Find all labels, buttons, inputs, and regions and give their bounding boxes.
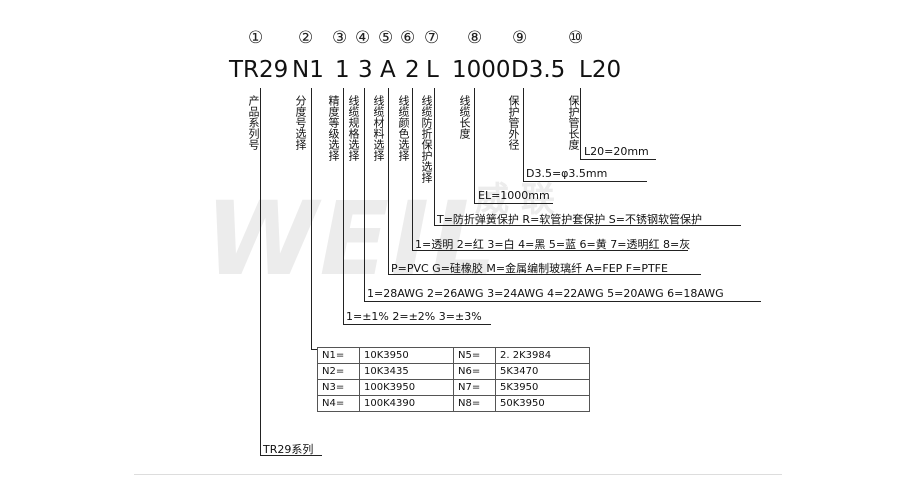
table-cell: 50K3950 [495,395,590,412]
num-10: ⑩ [568,28,584,48]
hline-gauge [364,301,761,302]
opt-wire-material: P=PVC G=硅橡胶 M=金属编制玻璃纤 A=FEP F=PTFE [391,262,668,275]
table-cell: N5= [453,347,496,364]
table-cell: N4= [317,395,360,412]
table-row: N4= 100K4390 N8= 50K3950 [317,395,590,412]
table-cell: N7= [453,379,496,396]
hline-color [412,250,688,251]
code-tube-od: D3.5 [511,57,566,83]
opt-wire-color: 1=透明 2=红 3=白 4=黑 5=蓝 6=黄 7=透明红 8=灰 [415,238,691,251]
bottom-divider [134,474,782,475]
opt-bend-protection: T=防折弹簧保护 R=软管护套保护 S=不锈钢软管保护 [437,213,702,226]
field-wire-material: 线缆材料选择 [372,95,385,161]
field-bend-protection: 线缆防折保护选择 [420,95,433,183]
hline-division [311,349,317,350]
division-table: N1= 10K3950 N5= 2. 2K3984 N2= 10K3435 N6… [317,347,590,412]
table-cell: 100K4390 [359,395,454,412]
leader-accuracy [343,88,344,325]
opt-wire-length: EL=1000mm [478,189,550,202]
num-7: ⑦ [424,28,440,48]
table-cell: 100K3950 [359,379,454,396]
table-row: N3= 100K3950 N7= 5K3950 [317,379,590,396]
table-row: N1= 10K3950 N5= 2. 2K3984 [317,347,590,364]
leader-color [412,88,413,251]
watermark-cn: 威 联 [475,180,555,220]
hline-length [474,203,553,204]
table-cell: 5K3950 [495,379,590,396]
leader-tube-length [580,88,581,160]
leader-gauge [364,88,365,302]
code-tube-length: L20 [579,57,622,83]
leader-protection [434,88,435,226]
field-tube-length: 保护管长度 [567,95,580,150]
leader-length [474,88,475,204]
hline-material [388,274,701,275]
opt-accuracy: 1=±1% 2=±2% 3=±3% [346,310,482,323]
hline-tube-od [523,181,647,182]
leader-material [388,88,389,275]
hline-series [260,455,322,456]
table-cell: 10K3435 [359,363,454,380]
num-2: ② [298,28,314,48]
code-protection: L [426,57,439,83]
table-cell: N2= [317,363,360,380]
field-division: 分度号选择 [294,95,307,150]
table-cell: N3= [317,379,360,396]
num-4: ④ [355,28,371,48]
code-length: 1000 [452,57,511,83]
leader-tube-od [523,88,524,182]
table-cell: 2. 2K3984 [495,347,590,364]
table-cell: N1= [317,347,360,364]
table-row: N2= 10K3435 N6= 5K3470 [317,363,590,380]
table-cell: N8= [453,395,496,412]
code-division: N1 [292,57,324,83]
opt-tube-length: L20=20mm [584,145,649,158]
leader-division [311,88,312,350]
code-accuracy: 1 [335,57,350,83]
field-accuracy: 精度等级选择 [327,95,340,161]
num-8: ⑧ [467,28,483,48]
num-3: ③ [332,28,348,48]
num-5: ⑤ [378,28,394,48]
opt-tube-od: D3.5=φ3.5mm [526,167,608,180]
table-cell: 5K3470 [495,363,590,380]
code-series: TR29 [229,57,289,83]
table-cell: N6= [453,363,496,380]
num-1: ① [248,28,264,48]
table-cell: 10K3950 [359,347,454,364]
code-gauge: 3 [358,57,373,83]
field-wire-length: 线缆长度 [458,95,471,139]
code-color: 2 [405,57,420,83]
field-product-series: 产品系列号 [247,95,260,150]
field-wire-gauge: 线缆规格选择 [347,95,360,161]
hline-tube-length [580,159,656,160]
code-material: A [380,57,396,83]
opt-product-series: TR29系列 [263,443,314,456]
field-wire-color: 线缆颜色选择 [397,95,410,161]
leader-series [260,88,261,456]
hline-protection [434,225,741,226]
field-tube-od: 保护管外径 [507,95,520,150]
num-6: ⑥ [400,28,416,48]
opt-wire-gauge: 1=28AWG 2=26AWG 3=24AWG 4=22AWG 5=20AWG … [367,287,724,300]
hline-accuracy [343,324,491,325]
watermark-logo: WEIL [205,180,499,299]
num-9: ⑨ [512,28,528,48]
